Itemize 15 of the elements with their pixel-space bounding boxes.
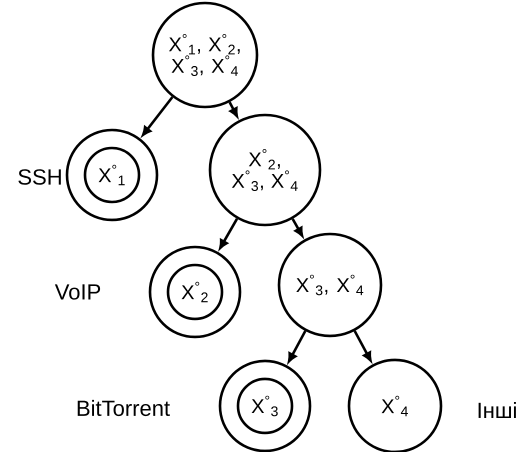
circle-node: X$^{°}$$_{1}$, X$^{°}$$_{2}$, X$^{°}$$_{3}$, X$^{°}$4 [152, 2, 258, 108]
arrow [142, 96, 174, 136]
circle-node: X$^{°}$$_{2}$, X$^{°}$$_{3}$, X$^{°}$4 [208, 114, 322, 226]
outer-circle [66, 128, 158, 222]
side-label: VoIP [54, 284, 100, 300]
arrow [288, 330, 306, 362]
side-label: BitTorrent [78, 400, 170, 416]
circle-node: X$^{°}$$_{3}$, X$^{°}$4 [278, 232, 382, 338]
side-label: SSH [18, 169, 61, 185]
arrow [354, 330, 372, 362]
arrow [219, 218, 238, 249]
outer-circle [148, 246, 242, 338]
arrow [292, 218, 304, 237]
arrow [228, 102, 238, 118]
side-label: Інші [478, 402, 516, 418]
